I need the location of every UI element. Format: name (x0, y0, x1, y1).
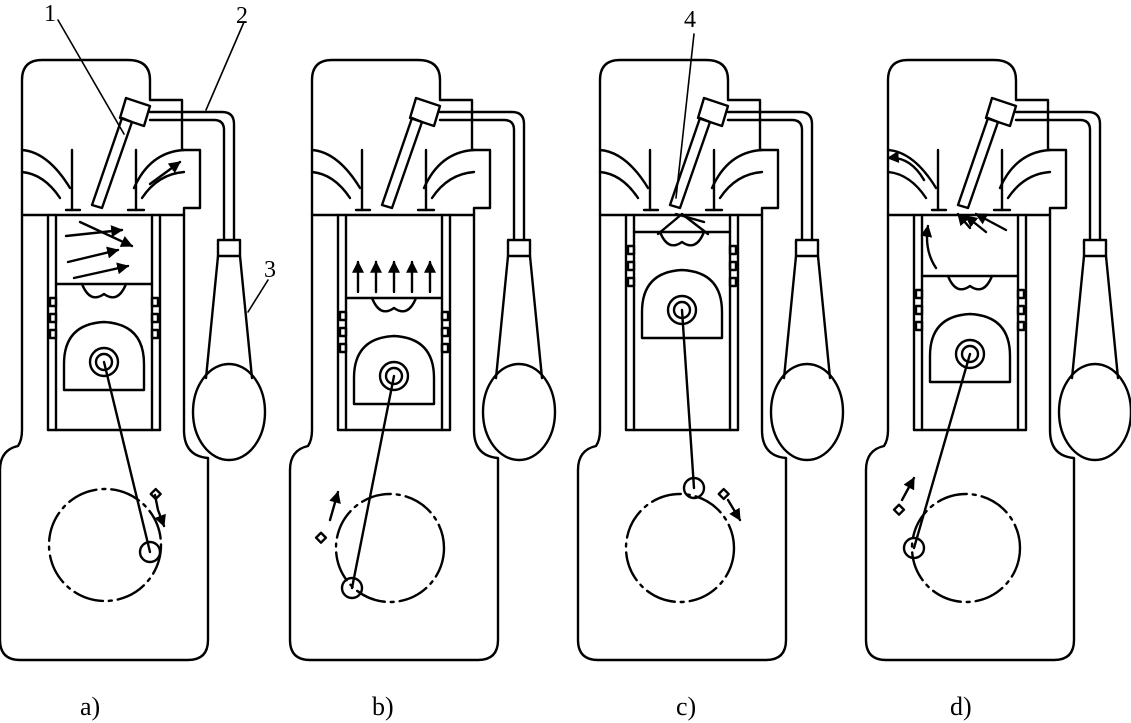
panel-a-intake (0, 58, 267, 662)
callout-4: 4 (684, 7, 696, 33)
caption-b: b) (372, 692, 394, 721)
caption-a: a) (80, 692, 101, 721)
callout-1: 1 (44, 1, 56, 27)
callout-3: 3 (264, 257, 276, 283)
panel-c-power (576, 58, 845, 662)
caption-d: d) (950, 692, 972, 721)
panel-d-exhaust (864, 58, 1131, 662)
caption-c: c) (676, 692, 697, 721)
callout-2: 2 (236, 3, 248, 29)
panel-b-compression (288, 58, 557, 662)
